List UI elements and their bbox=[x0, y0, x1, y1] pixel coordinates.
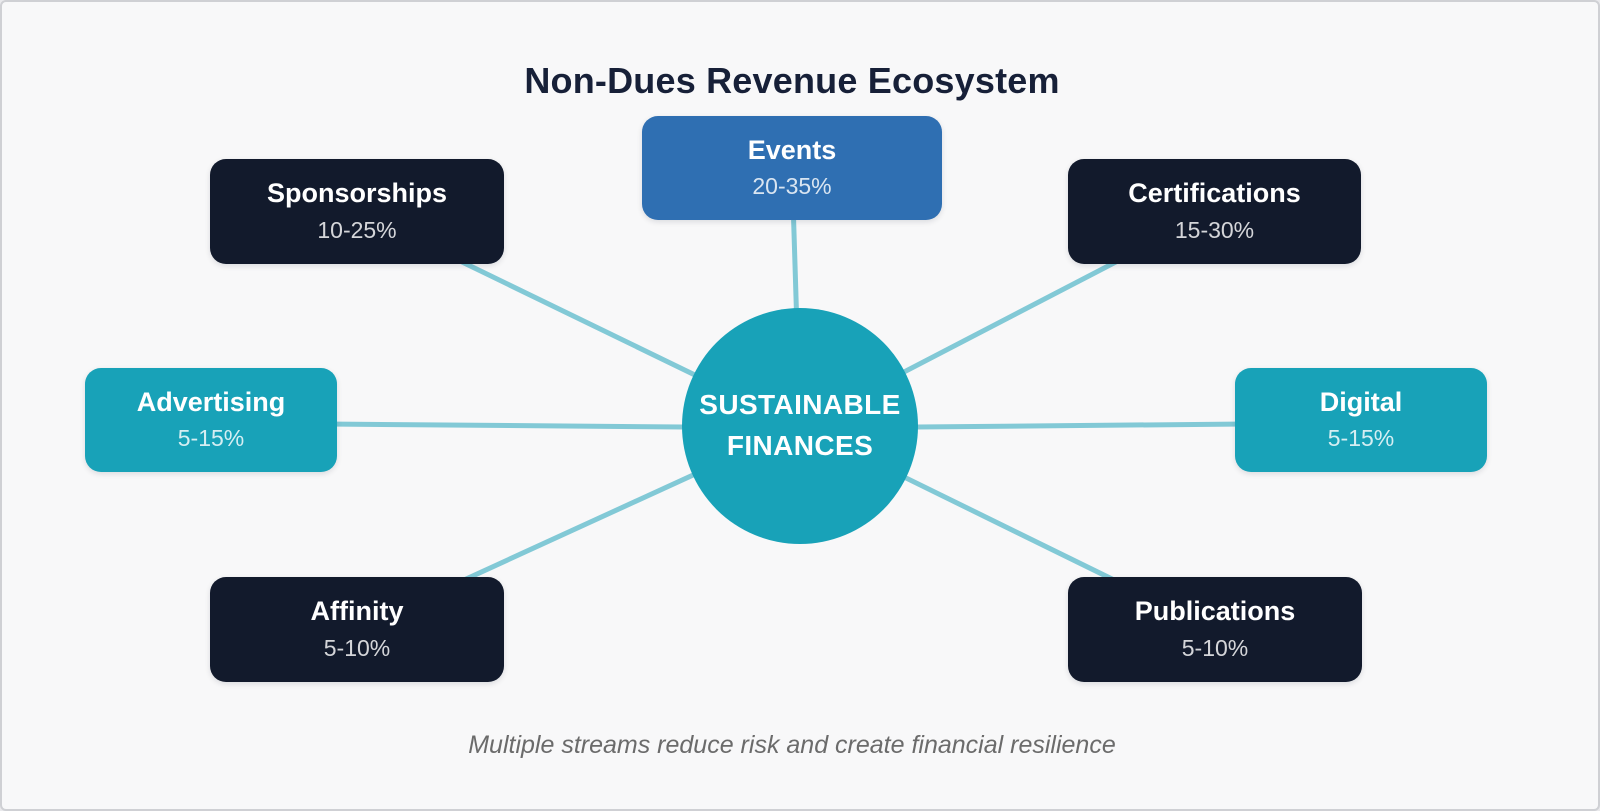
node-digital-value: 5-15% bbox=[1327, 425, 1395, 452]
node-events-value: 20-35% bbox=[752, 173, 832, 200]
node-sponsorships-label: Sponsorships bbox=[266, 178, 448, 209]
node-certifications: Certifications 15-30% bbox=[1068, 159, 1361, 264]
node-affinity-label: Affinity bbox=[310, 596, 404, 627]
node-publications-label: Publications bbox=[1134, 596, 1296, 627]
node-affinity: Affinity 5-10% bbox=[210, 577, 504, 682]
node-certifications-label: Certifications bbox=[1128, 178, 1301, 209]
node-sponsorships-value: 10-25% bbox=[317, 216, 397, 243]
node-advertising-label: Advertising bbox=[136, 386, 286, 417]
node-affinity-value: 5-10% bbox=[323, 634, 391, 661]
node-digital-label: Digital bbox=[1319, 386, 1403, 417]
hub-label: SUSTAINABLE FINANCES bbox=[699, 389, 901, 461]
node-sponsorships: Sponsorships 10-25% bbox=[210, 159, 504, 264]
hub-circle: SUSTAINABLE FINANCES bbox=[682, 308, 918, 544]
node-advertising-value: 5-15% bbox=[177, 425, 245, 452]
node-publications: Publications 5-10% bbox=[1068, 577, 1362, 682]
node-events: Events 20-35% bbox=[642, 116, 942, 220]
node-advertising: Advertising 5-15% bbox=[85, 368, 337, 472]
page-title: Non-Dues Revenue Ecosystem bbox=[524, 60, 1060, 102]
node-certifications-value: 15-30% bbox=[1174, 216, 1255, 243]
caption: Multiple streams reduce risk and create … bbox=[468, 731, 1116, 759]
node-publications-value: 5-10% bbox=[1181, 634, 1249, 661]
node-events-label: Events bbox=[747, 134, 837, 165]
node-digital: Digital 5-15% bbox=[1235, 368, 1487, 472]
